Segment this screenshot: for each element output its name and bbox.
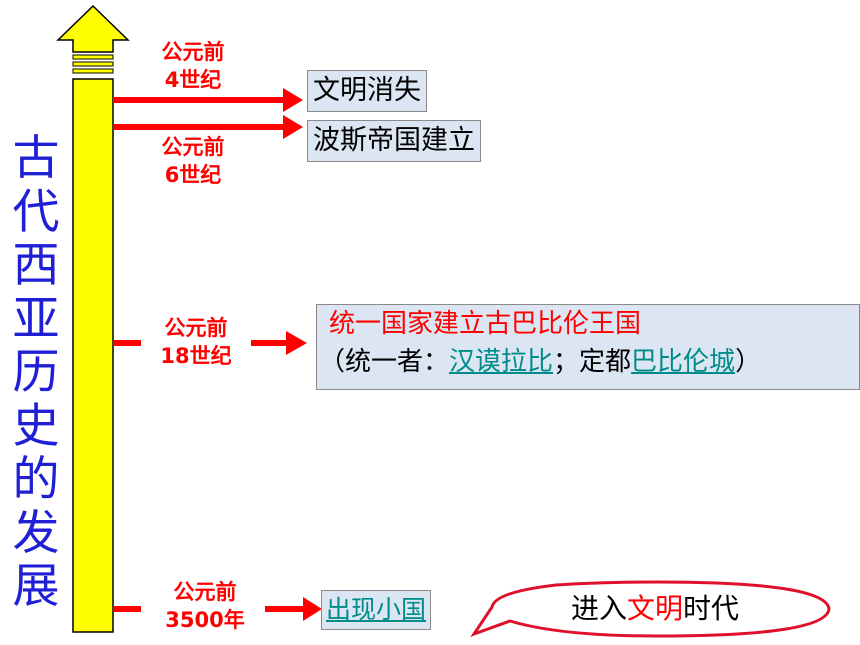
date-3-line1: 公元前 (164, 316, 228, 340)
axis-arrow-head (56, 4, 130, 53)
callout-text: 进入文明时代 (530, 591, 780, 627)
event-box-civilization-vanish: 文明消失 (307, 70, 427, 112)
callout-bubble (470, 580, 831, 638)
callout-suffix: 时代 (683, 592, 740, 625)
arrow-2-shaft (113, 124, 285, 130)
date-label-4: 公元前 3500年 (146, 578, 264, 634)
axis-band-2 (72, 61, 114, 67)
babylon-main-text: 统一国家建立古巴比伦王国 (329, 309, 642, 339)
date-4-line1: 公元前 (173, 580, 237, 604)
date-1-line2: 4世纪 (164, 68, 222, 92)
detail-close: ） (735, 347, 762, 377)
small-states-link[interactable]: 出现小国 (326, 595, 427, 624)
date-3-line2: 18世纪 (160, 344, 232, 368)
detail-open: （统一者： (319, 347, 450, 377)
arrow-2-head (283, 115, 303, 139)
arrow-3-shaft (251, 340, 288, 346)
detail-sep: ；定都 (553, 347, 632, 377)
diagram-title: 古代西亚历史的发展 (12, 131, 60, 614)
arrow-1-shaft (113, 97, 285, 103)
event-box-small-states: 出现小国 (321, 590, 432, 630)
date-label-3: 公元前 18世纪 (141, 314, 251, 370)
event-box-persian-empire: 波斯帝国建立 (307, 120, 481, 162)
arrow-3-head (286, 331, 307, 355)
date-label-1: 公元前 4世纪 (138, 38, 248, 94)
date-2-line1: 公元前 (161, 135, 225, 159)
babylon-detail: （统一者：汉谟拉比；定都巴比伦城） (317, 343, 859, 381)
date-2-line2: 6世纪 (164, 163, 222, 187)
callout-highlight: 文明 (626, 592, 683, 625)
date-4-line2: 3500年 (165, 608, 245, 632)
arrow-4-shaft (265, 606, 305, 612)
unifier-link[interactable]: 汉谟拉比 (449, 347, 554, 377)
axis-body (72, 78, 114, 633)
axis-band-1 (72, 54, 114, 60)
event-panel-babylon: 统一国家建立古巴比伦王国 （统一者：汉谟拉比；定都巴比伦城） (316, 304, 860, 390)
arrow-4-tick (113, 606, 141, 612)
capital-link[interactable]: 巴比伦城 (631, 347, 736, 377)
arrow-3-tick (113, 340, 141, 346)
date-1-line1: 公元前 (161, 40, 225, 64)
date-label-2: 公元前 6世纪 (138, 133, 248, 189)
arrow-1-head (283, 88, 303, 112)
arrow-4-head (303, 597, 322, 621)
axis-band-3 (72, 68, 114, 74)
callout-prefix: 进入 (570, 592, 627, 625)
